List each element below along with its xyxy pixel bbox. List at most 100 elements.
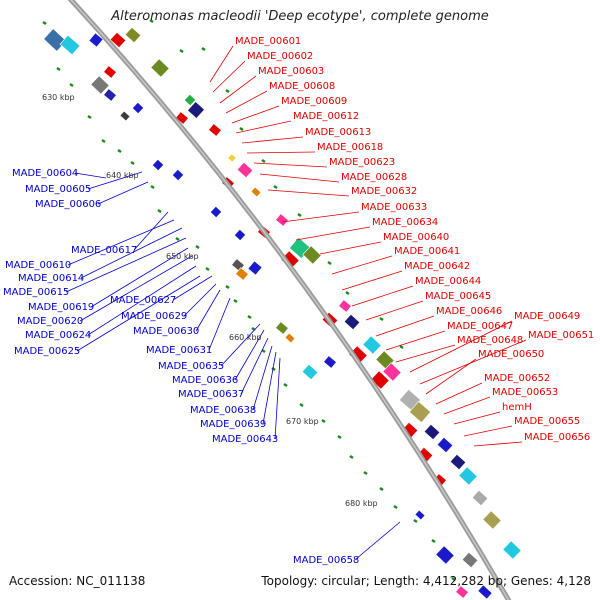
gene-label-reverse[interactable]: MADE_00606 [35,199,101,210]
gene-label-forward[interactable]: MADE_00649 [514,311,580,322]
gene-label-reverse[interactable]: MADE_00643 [212,434,278,445]
leader-line [209,45,234,83]
gene-label-reverse[interactable]: MADE_00631 [146,345,212,356]
gene-label-reverse[interactable]: MADE_00629 [121,311,187,322]
gene-block [302,245,322,265]
gene-label-reverse[interactable]: MADE_00639 [200,419,266,430]
gene-block [150,58,170,78]
gene-block [455,585,469,599]
tick-mark [393,504,398,510]
tick-mark [225,88,230,94]
tick-mark [101,138,106,144]
gene-label-forward[interactable]: MADE_00608 [269,81,335,92]
gene-block [43,28,67,52]
gene-label-forward[interactable]: MADE_00644 [415,276,481,287]
gene-label-reverse[interactable]: MADE_00614 [18,273,84,284]
genome-summary: Topology: circular; Length: 4,412,282 bp… [261,574,591,588]
gene-label-forward[interactable]: MADE_00645 [425,291,491,302]
gene-label-reverse[interactable]: MADE_00638 [190,405,256,416]
gene-features [43,26,522,600]
gene-block [236,161,254,179]
tick-mark [327,260,332,266]
leader-line [351,285,414,307]
gene-block [119,110,131,122]
gene-label-forward[interactable]: MADE_00642 [404,261,470,272]
gene-label-forward[interactable]: MADE_00641 [394,246,460,257]
gene-label-forward[interactable]: MADE_00601 [235,36,301,47]
leader-line [79,255,193,322]
gene-label-forward[interactable]: MADE_00653 [492,387,558,398]
gene-label-reverse[interactable]: MADE_00627 [110,295,176,306]
leader-line [443,396,491,415]
leader-line [97,181,149,205]
gene-label-forward[interactable]: MADE_00634 [372,217,438,228]
gene-label-forward[interactable]: MADE_00633 [361,202,427,213]
gene-label-reverse[interactable]: MADE_00617 [71,245,137,256]
gene-label-reverse[interactable]: MADE_00637 [178,389,244,400]
gene-label-reverse[interactable]: MADE_00625 [14,346,80,357]
gene-label-forward[interactable]: MADE_00648 [457,335,523,346]
gene-label-forward[interactable]: MADE_00640 [383,232,449,243]
gene-label-reverse[interactable]: MADE_00620 [17,316,83,327]
tick-mark [179,48,184,54]
tick-mark [321,418,326,424]
tick-mark [261,348,266,354]
gene-label-forward[interactable]: MADE_00612 [293,111,359,122]
leader-line [241,136,304,144]
leader-line [231,105,280,124]
gene-label-forward[interactable]: hemH [502,402,532,413]
leader-line [262,351,277,425]
gene-label-reverse[interactable]: MADE_00605 [25,184,91,195]
gene-block [103,65,117,79]
leader-line [76,275,201,352]
tick-mark [271,366,276,372]
gene-label-reverse[interactable]: MADE_00619 [28,302,94,313]
leader-line [435,382,483,405]
gene-label-forward[interactable]: MADE_00613 [305,127,371,138]
gene-label-reverse[interactable]: MADE_00658 [293,555,359,566]
gene-block [436,436,454,454]
gene-label-forward[interactable]: MADE_00650 [478,349,544,360]
gene-label-forward[interactable]: MADE_00603 [258,66,324,77]
gene-label-forward[interactable]: MADE_00632 [351,186,417,197]
tick-mark [87,114,92,120]
gene-label-forward[interactable]: MADE_00609 [281,96,347,107]
gene-label-forward[interactable]: MADE_00652 [484,373,550,384]
gene-label-reverse[interactable]: MADE_00604 [12,168,78,179]
leader-line [295,226,371,241]
kbp-label: 680 kbp [345,499,378,508]
gene-block [471,489,489,507]
gene-block [250,186,262,198]
gene-block [171,168,185,182]
gene-block [408,401,432,423]
gene-label-forward[interactable]: MADE_00618 [317,142,383,153]
gene-label-reverse[interactable]: MADE_00630 [133,326,199,337]
leader-line [253,162,328,168]
kbp-label: 650 kbp [166,252,199,261]
gene-label-forward[interactable]: MADE_00656 [524,432,590,443]
gene-label-forward[interactable]: MADE_00655 [514,416,580,427]
gene-label-reverse[interactable]: MADE_00636 [172,375,238,386]
gene-label-forward[interactable]: MADE_00647 [447,321,513,332]
gene-label-forward[interactable]: MADE_00602 [247,51,313,62]
leader-line [234,329,265,381]
gene-block [323,355,337,369]
gene-label-reverse[interactable]: MADE_00610 [5,260,71,271]
gene-label-forward[interactable]: MADE_00628 [341,172,407,183]
leader-line [90,247,189,308]
leader-line [419,339,527,385]
gene-label-reverse[interactable]: MADE_00635 [158,361,224,372]
kbp-label: 660 kbp [229,333,262,342]
tick-mark [157,208,162,214]
gene-label-reverse[interactable]: MADE_00624 [25,330,91,341]
gene-label-reverse[interactable]: MADE_00615 [3,287,69,298]
gene-block [301,363,319,381]
leader-line [395,344,456,363]
gene-block [461,551,479,569]
gene-label-forward[interactable]: MADE_00623 [329,157,395,168]
tick-mark [56,66,61,72]
gene-label-forward[interactable]: MADE_00646 [436,306,502,317]
leader-line [331,255,393,275]
leader-line [365,300,424,321]
gene-label-forward[interactable]: MADE_00651 [528,330,594,341]
